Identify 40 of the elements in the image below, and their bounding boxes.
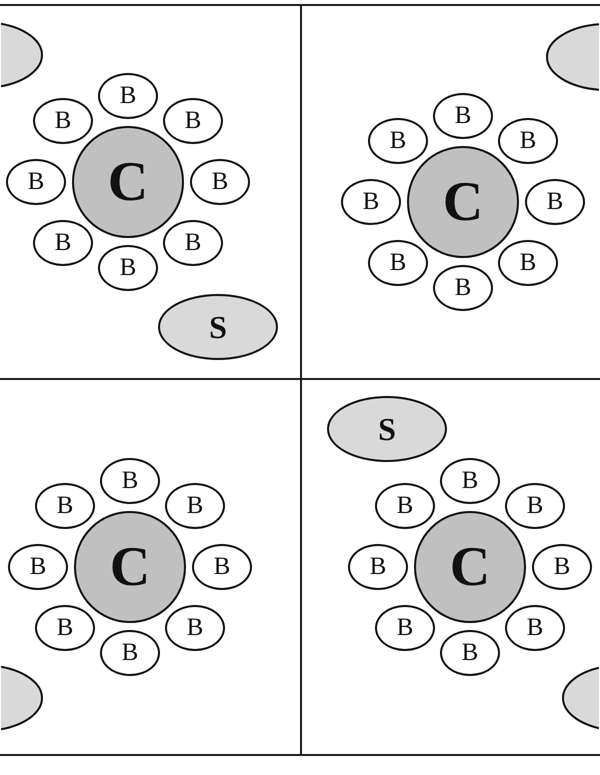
satellite-circle: B: [433, 93, 493, 139]
satellite-circle: B: [341, 179, 401, 225]
satellite-circle: B: [98, 245, 158, 291]
satellite-circle: B: [532, 544, 592, 590]
satellite-circle: B: [375, 483, 435, 529]
satellite-circle: B: [33, 220, 93, 266]
satellite-circle: B: [505, 605, 565, 651]
satellite-circle: B: [35, 605, 95, 651]
satellite-circle: B: [368, 240, 428, 286]
satellite-circle: B: [348, 544, 408, 590]
satellite-circle: B: [498, 118, 558, 164]
satellite-circle: B: [440, 630, 500, 676]
satellite-circle: B: [440, 458, 500, 504]
center-circle: C: [72, 126, 184, 238]
satellite-circle: B: [100, 630, 160, 676]
satellite-circle: B: [35, 483, 95, 529]
satellite-circle: B: [6, 159, 66, 205]
center-circle: C: [407, 146, 519, 258]
panel: [0, 4, 302, 380]
satellite-circle: B: [100, 458, 160, 504]
satellite-circle: B: [368, 118, 428, 164]
satellite-circle: B: [33, 98, 93, 144]
center-circle: C: [414, 511, 526, 623]
panel: [0, 378, 302, 756]
ellipse-node: S: [158, 294, 278, 360]
satellite-circle: B: [505, 483, 565, 529]
center-circle: C: [74, 511, 186, 623]
satellite-circle: B: [98, 73, 158, 119]
satellite-circle: B: [525, 179, 585, 225]
satellite-circle: B: [498, 240, 558, 286]
satellite-circle: B: [163, 220, 223, 266]
satellite-circle: B: [165, 483, 225, 529]
satellite-circle: B: [433, 265, 493, 311]
ellipse-node: S: [327, 396, 447, 462]
satellite-circle: B: [163, 98, 223, 144]
satellite-circle: B: [192, 544, 252, 590]
satellite-circle: B: [190, 159, 250, 205]
satellite-circle: B: [375, 605, 435, 651]
satellite-circle: B: [165, 605, 225, 651]
satellite-circle: B: [8, 544, 68, 590]
